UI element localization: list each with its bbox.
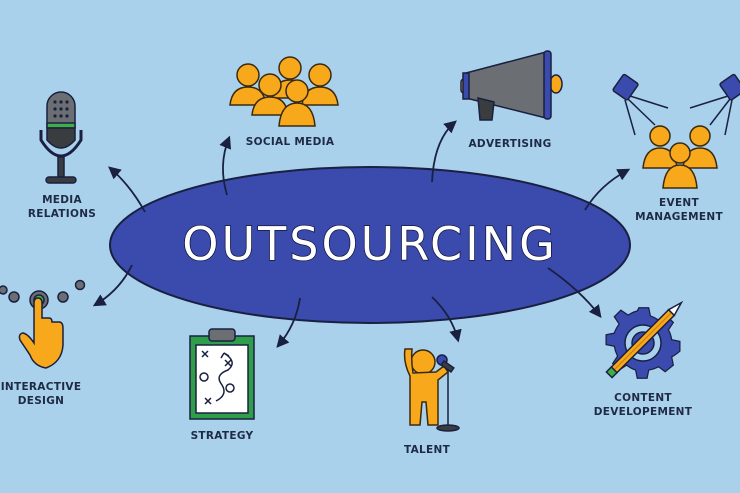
label-event-management: EVENT MANAGEMENT — [635, 197, 723, 223]
center-ellipse — [109, 166, 631, 324]
arrow-talent — [431, 296, 462, 343]
label-strategy: STRATEGY — [190, 430, 254, 442]
people-group-icon — [229, 56, 339, 127]
arrow-media-relations — [108, 166, 146, 213]
label-content-development: CONTENT DEVELOPEMENT — [593, 392, 693, 418]
arrow-social-media — [219, 135, 232, 196]
connector-arrows — [92, 120, 631, 348]
megaphone-icon — [460, 50, 563, 121]
clipboard-strategy-icon — [189, 328, 255, 420]
label-interactive-design: INTERACTIVE DESIGN — [0, 381, 82, 407]
arrow-advertising — [431, 120, 457, 183]
label-advertising: ADVERTISING — [468, 138, 552, 150]
hand-pointer-button-icon — [0, 279, 86, 369]
arrow-event-management — [584, 168, 631, 211]
gear-pencil-icon — [605, 300, 684, 379]
label-talent: TALENT — [403, 444, 451, 456]
arrow-strategy — [276, 297, 301, 348]
arrow-content-development — [547, 267, 602, 318]
arrow-interactive-design — [92, 264, 133, 307]
microphone-icon — [39, 91, 83, 184]
spotlight-audience-icon — [612, 73, 740, 189]
label-social-media: SOCIAL MEDIA — [245, 136, 335, 148]
label-media-relations: MEDIA RELATIONS — [27, 194, 97, 220]
center-title: OUTSOURCING — [182, 216, 558, 272]
singer-microphone-icon — [403, 348, 460, 432]
